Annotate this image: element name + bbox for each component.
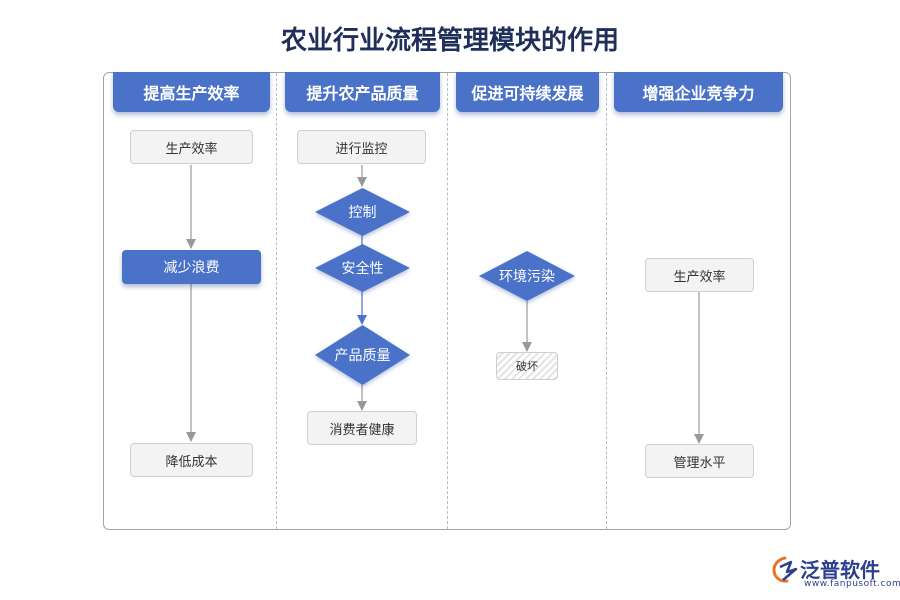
node-production-efficiency-2: 生产效率 <box>645 258 754 292</box>
node-reduce-cost: 降低成本 <box>130 443 253 477</box>
node-reduce-waste: 减少浪费 <box>122 250 261 284</box>
decision-control: 控制 <box>315 188 410 236</box>
node-production-efficiency: 生产效率 <box>130 130 253 164</box>
node-management-level: 管理水平 <box>645 444 754 478</box>
brand-name: 泛普软件 <box>800 558 880 582</box>
lane-header-competitiveness: 增强企业竞争力 <box>614 72 783 112</box>
lane-header-quality: 提升农产品质量 <box>285 72 440 112</box>
brand-logo: 泛普软件 www.fanpusoft.com <box>768 553 900 593</box>
decision-safety: 安全性 <box>315 244 410 292</box>
decision-environmental-pollution: 环境污染 <box>479 251 575 301</box>
diagram-title: 农业行业流程管理模块的作用 <box>280 26 619 56</box>
node-monitoring: 进行监控 <box>297 130 426 164</box>
node-consumer-health: 消费者健康 <box>307 411 417 445</box>
decision-control-label: 控制 <box>348 205 377 221</box>
decision-product-quality: 产品质量 <box>315 325 410 385</box>
brand-url: www.fanpusoft.com <box>804 579 900 589</box>
lane-header-efficiency: 提高生产效率 <box>113 72 270 112</box>
lane-header-sustainability: 促进可持续发展 <box>456 72 599 112</box>
lane-divider <box>447 73 448 529</box>
lane-divider <box>276 73 277 529</box>
node-damage: 破坏 <box>496 352 558 380</box>
decision-environmental-pollution-label: 环境污染 <box>499 269 555 285</box>
lane-divider <box>606 73 607 529</box>
decision-safety-label: 安全性 <box>341 261 384 277</box>
decision-product-quality-label: 产品质量 <box>334 348 391 364</box>
brand-logo-icon <box>772 556 798 583</box>
